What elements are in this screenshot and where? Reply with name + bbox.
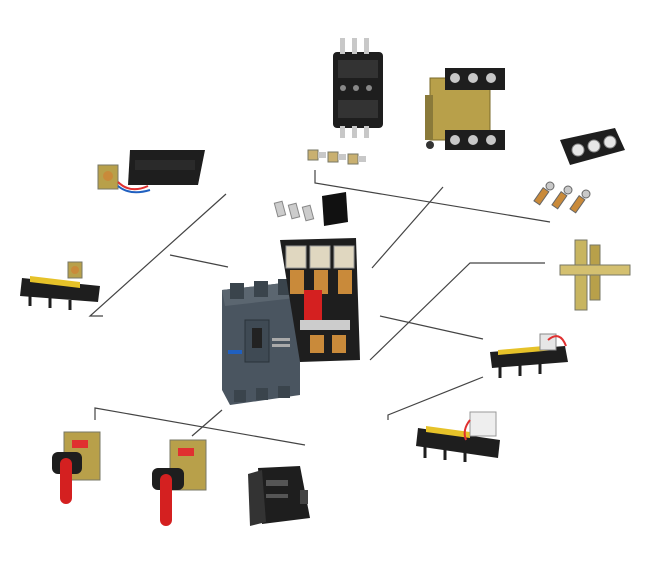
fuse-base-icon	[333, 38, 383, 138]
connector-aux-breaker	[169, 254, 229, 268]
interlock-icon	[559, 239, 631, 311]
uv-release-icon	[416, 411, 500, 462]
breaker-icon	[222, 279, 300, 405]
connector-bolts-lugs	[314, 170, 551, 223]
connector-interlock	[369, 262, 545, 361]
connector-handles-motor	[94, 407, 306, 446]
shunt-release-icon	[97, 150, 205, 194]
rotary-handle-icon	[52, 431, 101, 504]
drawout-icon	[425, 68, 505, 150]
rotary-handle-icon	[152, 439, 207, 526]
connector-uv	[387, 376, 484, 420]
connector-internals	[371, 186, 444, 269]
bolts-icon	[307, 149, 366, 165]
internals-icon	[280, 238, 360, 362]
terminal-shield-icon	[560, 128, 625, 165]
auxiliary-contact-icon	[20, 261, 100, 310]
barrier-icon	[322, 192, 348, 226]
busbar-icon	[273, 200, 315, 222]
connector-breaker-handles	[191, 409, 223, 437]
connector-lines	[88, 170, 551, 446]
lugs-icon	[533, 181, 591, 214]
connector-shunt-aux	[88, 193, 227, 317]
connector-alarm	[379, 315, 484, 340]
motor-operator-icon	[248, 466, 310, 526]
alarm-contact-icon	[490, 333, 568, 378]
